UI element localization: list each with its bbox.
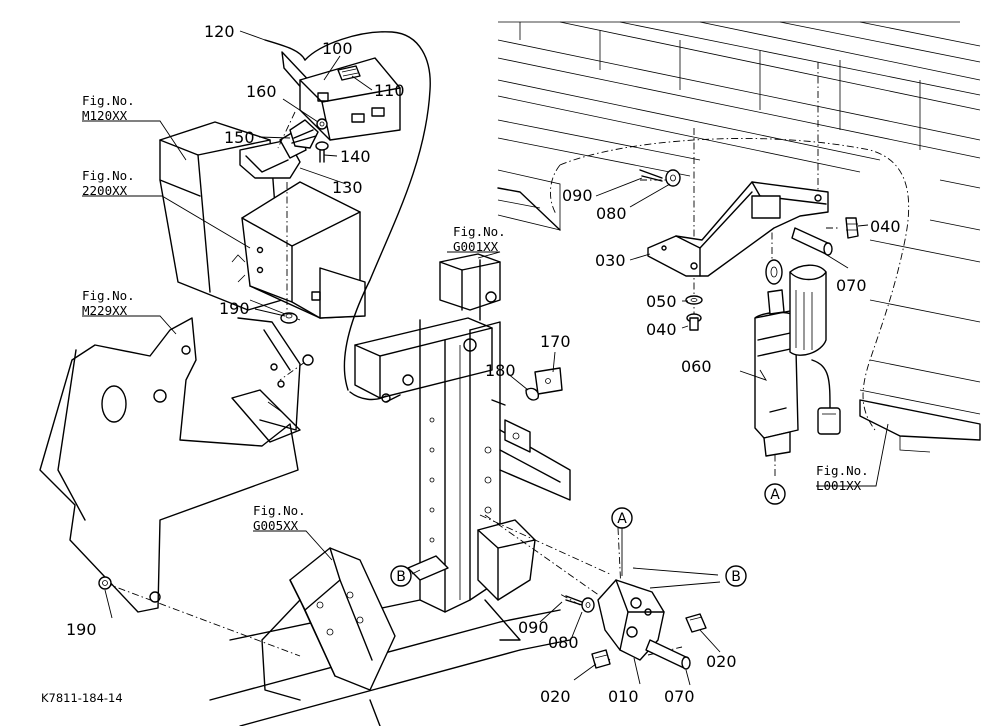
part-label-190-lower: 190 xyxy=(66,620,97,639)
part-label-180: 180 xyxy=(485,361,516,380)
fig-ref-g001-code: G001XX xyxy=(453,239,499,254)
fig-ref-m120-line1: Fig.No. xyxy=(82,93,135,108)
part-labels: 120 100 110 160 150 140 130 190 170 180 … xyxy=(66,22,901,706)
bracket-170 xyxy=(534,367,563,395)
callout-a-lower: A xyxy=(611,507,633,529)
fig-ref-2200-line1: Fig.No. xyxy=(82,168,135,183)
part-label-100: 100 xyxy=(322,39,353,58)
bolt-040-lower xyxy=(686,313,702,331)
bracket-030 xyxy=(647,181,829,277)
part-label-010: 010 xyxy=(608,687,639,706)
part-label-090-lower: 090 xyxy=(518,618,549,637)
drawing-code: K7811-184-14 xyxy=(41,691,123,705)
fig-ref-g001: Fig.No. G001XX xyxy=(453,224,506,254)
bolt-020-right xyxy=(685,613,707,633)
part-label-120: 120 xyxy=(204,22,235,41)
callout-b-left-label: B xyxy=(396,569,406,585)
nut-190-lower xyxy=(98,576,112,590)
part-label-030: 030 xyxy=(595,251,626,270)
part-label-080-upper: 080 xyxy=(596,204,627,223)
washer-080-upper xyxy=(665,169,681,187)
bracket-010 xyxy=(597,579,665,661)
fig-ref-2200: Fig.No. 2200XX xyxy=(82,168,135,198)
part-label-140: 140 xyxy=(340,147,371,166)
m229-panel xyxy=(39,317,301,613)
fig-ref-g001-line1: Fig.No. xyxy=(453,224,506,239)
part-label-050: 050 xyxy=(646,292,677,311)
part-label-070-upper: 070 xyxy=(836,276,867,295)
part-label-150: 150 xyxy=(224,128,255,147)
part-label-110: 110 xyxy=(374,81,405,100)
fig-ref-g005: Fig.No. G005XX xyxy=(253,503,306,533)
part-label-160: 160 xyxy=(246,82,277,101)
washer-080-lower xyxy=(581,597,595,613)
pin-090-lower xyxy=(565,595,583,606)
fig-ref-2200-code: 2200XX xyxy=(82,183,128,198)
part-label-090-upper: 090 xyxy=(562,186,593,205)
part-label-040-lower: 040 xyxy=(646,320,677,339)
fig-ref-g005-code: G005XX xyxy=(253,518,299,533)
callout-b-right: B xyxy=(725,565,747,587)
fig-ref-m229: Fig.No. M229XX xyxy=(82,288,135,318)
callout-a-lower-label: A xyxy=(617,511,627,527)
part-label-190-upper: 190 xyxy=(219,299,250,318)
main-frame xyxy=(209,253,571,726)
detail-boundary xyxy=(559,138,910,431)
part-label-040-upper: 040 xyxy=(870,217,901,236)
part-label-080-lower: 080 xyxy=(548,633,579,652)
upper-frame-structure xyxy=(497,21,981,453)
fig-ref-l001-line1: Fig.No. xyxy=(816,463,869,478)
nut-190-mid xyxy=(302,354,314,366)
callout-a-actuator: A xyxy=(764,483,786,505)
callout-b-left: B xyxy=(390,565,412,587)
bracket-b xyxy=(407,555,449,581)
part-label-020-right: 020 xyxy=(706,652,737,671)
pin-070-upper xyxy=(791,227,833,256)
bolt-020-left xyxy=(591,649,611,669)
knob-150 xyxy=(289,119,319,149)
part-label-070-lower: 070 xyxy=(664,687,695,706)
part-label-060: 060 xyxy=(681,357,712,376)
fig-ref-m229-line1: Fig.No. xyxy=(82,288,135,303)
nut-190-upper xyxy=(280,312,298,324)
bolt-040-upper xyxy=(845,217,859,239)
callout-b-right-label: B xyxy=(731,569,741,585)
fig-ref-m120: Fig.No. M120XX xyxy=(82,93,135,123)
bracket-130 xyxy=(231,181,366,321)
fig-ref-g005-line1: Fig.No. xyxy=(253,503,306,518)
actuator-060 xyxy=(754,259,841,457)
leader-lines xyxy=(82,30,889,686)
callout-a-actuator-label: A xyxy=(770,487,780,503)
pin-070-lower xyxy=(645,639,691,670)
g005-bracket xyxy=(261,547,396,701)
fig-ref-m120-code: M120XX xyxy=(82,108,128,123)
fig-ref-m229-code: M229XX xyxy=(82,303,128,318)
fig-ref-l001-code: L001XX xyxy=(816,478,862,493)
fig-ref-l001: Fig.No. L001XX xyxy=(816,463,869,493)
part-label-130: 130 xyxy=(332,178,363,197)
pin-090-upper xyxy=(639,169,663,182)
nut-160 xyxy=(316,118,328,130)
screw-140 xyxy=(315,141,329,163)
detail-boundary-left xyxy=(550,164,561,215)
washer-050 xyxy=(685,295,703,305)
part-label-170: 170 xyxy=(540,332,571,351)
part-label-020-left: 020 xyxy=(540,687,571,706)
bolt-180 xyxy=(525,387,540,401)
